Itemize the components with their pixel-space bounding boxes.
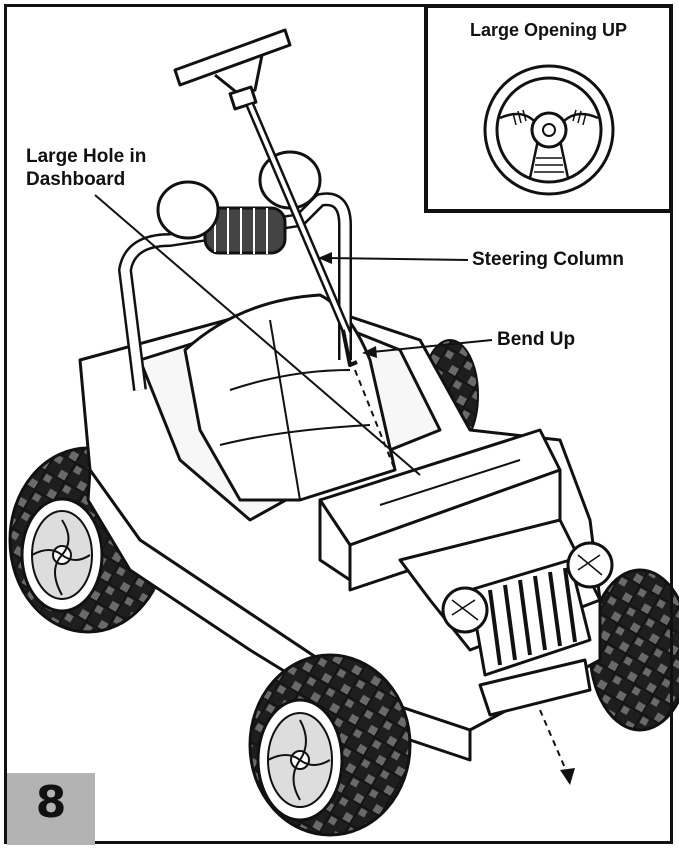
- steering-wheel-detail: [483, 64, 615, 196]
- vehicle-body: [78, 150, 614, 762]
- bumper-path-arrowhead: [560, 768, 575, 785]
- steering-column-arrowhead: [318, 252, 332, 264]
- page-frame: [4, 4, 673, 844]
- column-path-line: [354, 369, 396, 471]
- large-hole-callout: Large Hole in Dashboard: [26, 146, 147, 190]
- front-left-wheel: [248, 653, 412, 837]
- step-number-box: 8: [7, 773, 95, 845]
- bend-up-callout: Bend Up: [497, 329, 576, 350]
- step-number: 8: [35, 777, 67, 828]
- bend-up-leader: [371, 339, 493, 353]
- steering-column-leader: [324, 257, 469, 261]
- inset-title: Large Opening UP: [469, 20, 628, 40]
- bumper-path-line: [539, 709, 569, 776]
- inset-panel: Large Opening UP: [424, 4, 673, 213]
- steering-column-callout: Steering Column: [472, 249, 625, 270]
- bend-up-arrowhead: [362, 346, 377, 358]
- large-hole-leader: [94, 194, 421, 476]
- steering-assembly: [173, 28, 358, 367]
